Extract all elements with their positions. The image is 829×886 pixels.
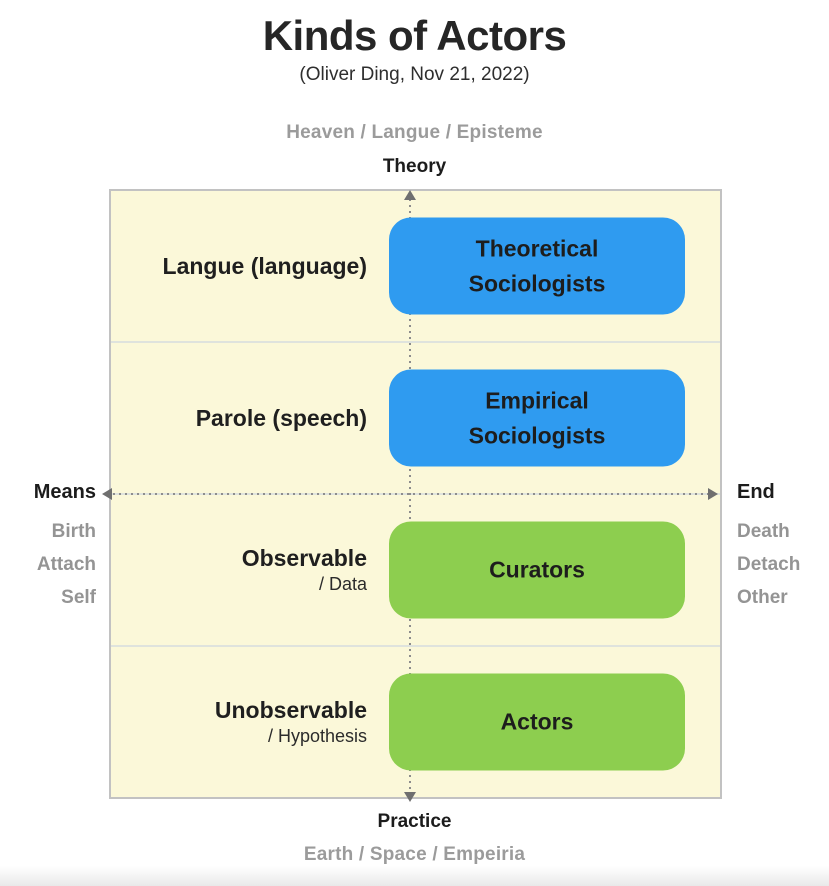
row-unobservable: Unobservable / Hypothesis Actors (111, 645, 720, 797)
theoretical-sociologists-box: Theoretical Sociologists (389, 217, 685, 315)
axis-label-end: End (737, 481, 775, 503)
curators-box: Curators (389, 521, 685, 619)
axis-label-practice: Practice (377, 811, 452, 832)
row-label-text: Observable (241, 545, 367, 571)
arrow-up-icon (404, 190, 416, 200)
row-parole: Parole (speech) Empirical Sociologists (111, 341, 720, 493)
axis-label-top-outer: Heaven / Langue / Episteme (286, 122, 543, 143)
axis-label-detach: Detach (737, 554, 801, 575)
axis-label-self: Self (61, 587, 96, 608)
row-label-text: Langue (language) (162, 253, 367, 279)
axis-label-death: Death (737, 521, 790, 542)
axis-label-other: Other (737, 587, 788, 608)
axis-label-birth: Birth (51, 521, 96, 542)
axis-label-means: Means (33, 481, 96, 503)
row-label-unobservable: Unobservable / Hypothesis (111, 647, 367, 797)
row-langue: Langue (language) Theoretical Sociologis… (111, 191, 720, 341)
row-observable: Observable / Data Curators (111, 493, 720, 645)
arrow-down-icon (404, 792, 416, 802)
page-subtitle: (Oliver Ding, Nov 21, 2022) (299, 64, 530, 85)
axis-label-attach: Attach (36, 554, 96, 575)
axis-label-theory: Theory (382, 156, 447, 177)
arrow-left-icon (102, 488, 112, 500)
empirical-sociologists-box: Empirical Sociologists (389, 369, 685, 467)
box-label: Curators (489, 556, 585, 583)
page-title: Kinds of Actors (262, 12, 567, 59)
row-sublabel-text: / Hypothesis (267, 726, 367, 746)
vertical-dotted-axis (409, 193, 411, 798)
axis-label-bottom-outer: Earth / Space / Empeiria (303, 844, 526, 865)
actors-box: Actors (389, 673, 685, 771)
page-bottom-edge (0, 866, 829, 886)
arrow-right-icon (708, 488, 718, 500)
row-sublabel-text: / Data (318, 574, 367, 594)
row-label-text: Unobservable (214, 697, 367, 723)
row-label-parole: Parole (speech) (111, 343, 367, 493)
row-label-langue: Langue (language) (111, 191, 367, 341)
box-label: Empirical Sociologists (468, 387, 606, 448)
horizontal-dotted-axis (107, 493, 715, 495)
row-label-text: Parole (speech) (195, 405, 367, 431)
row-label-observable: Observable / Data (111, 495, 367, 645)
box-label: Actors (500, 708, 574, 735)
box-label: Theoretical Sociologists (468, 235, 606, 296)
